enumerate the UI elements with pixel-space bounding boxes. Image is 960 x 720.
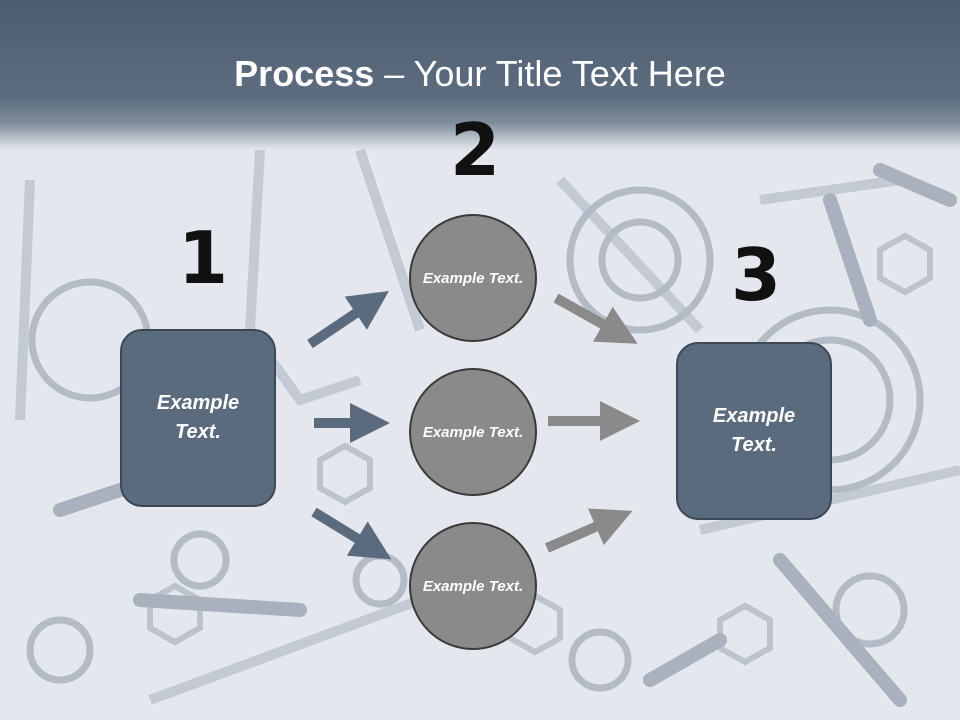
title-bar (0, 0, 960, 150)
circle-bottom-text: Example Text. (422, 577, 524, 595)
circle-middle: Example Text. (409, 368, 537, 496)
circle-bottom: Example Text. (409, 522, 537, 650)
slide-title: Process – Your Title Text Here (0, 52, 960, 96)
step-3-box: Example Text. (676, 342, 832, 520)
step-number-1: 1 (178, 216, 229, 300)
title-rest: – Your Title Text Here (374, 53, 726, 94)
arrow-circle-top-to-box3 (553, 293, 638, 344)
step-number-3: 3 (731, 233, 782, 317)
arrow-box1-to-circle-top (307, 290, 389, 349)
step-1-box-text: Example Text. (156, 392, 240, 443)
arrow-box1-to-circle-bottom (311, 507, 392, 560)
step-number-2: 2 (450, 108, 501, 192)
step-3-box-text: Example Text. (712, 405, 796, 456)
step-1-box: Example Text. (120, 329, 276, 507)
circle-top-text: Example Text. (422, 269, 524, 287)
circle-top: Example Text. (409, 214, 537, 342)
title-bold: Process (234, 53, 375, 94)
arrow-circle-bottom-to-box3 (545, 508, 633, 553)
circle-middle-text: Example Text. (422, 423, 524, 441)
